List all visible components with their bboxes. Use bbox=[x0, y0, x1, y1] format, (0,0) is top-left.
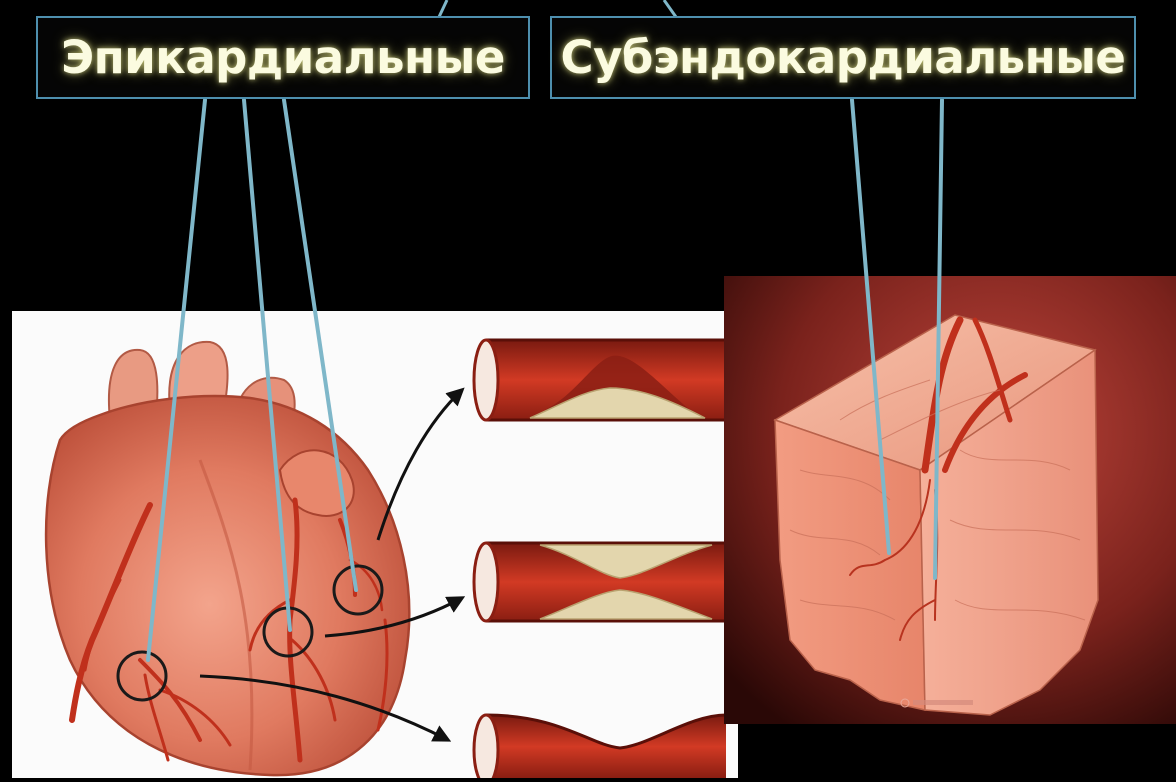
subendocardial-label-box: Субэндокардиальные bbox=[550, 16, 1136, 99]
artery-cross-section-middle bbox=[474, 543, 726, 621]
connector-stub-left bbox=[439, 0, 447, 17]
subendocardial-label: Субэндокардиальные bbox=[561, 31, 1126, 84]
artery-cross-section-top bbox=[474, 340, 726, 420]
epicardial-label-box: Эпикардиальные bbox=[36, 16, 530, 99]
artery-cross-section-bottom bbox=[474, 715, 726, 778]
epicardial-label: Эпикардиальные bbox=[61, 31, 505, 84]
connector-stub-right bbox=[664, 0, 676, 17]
heart-panel bbox=[12, 311, 738, 778]
myocardium-block-illustration bbox=[724, 276, 1176, 724]
